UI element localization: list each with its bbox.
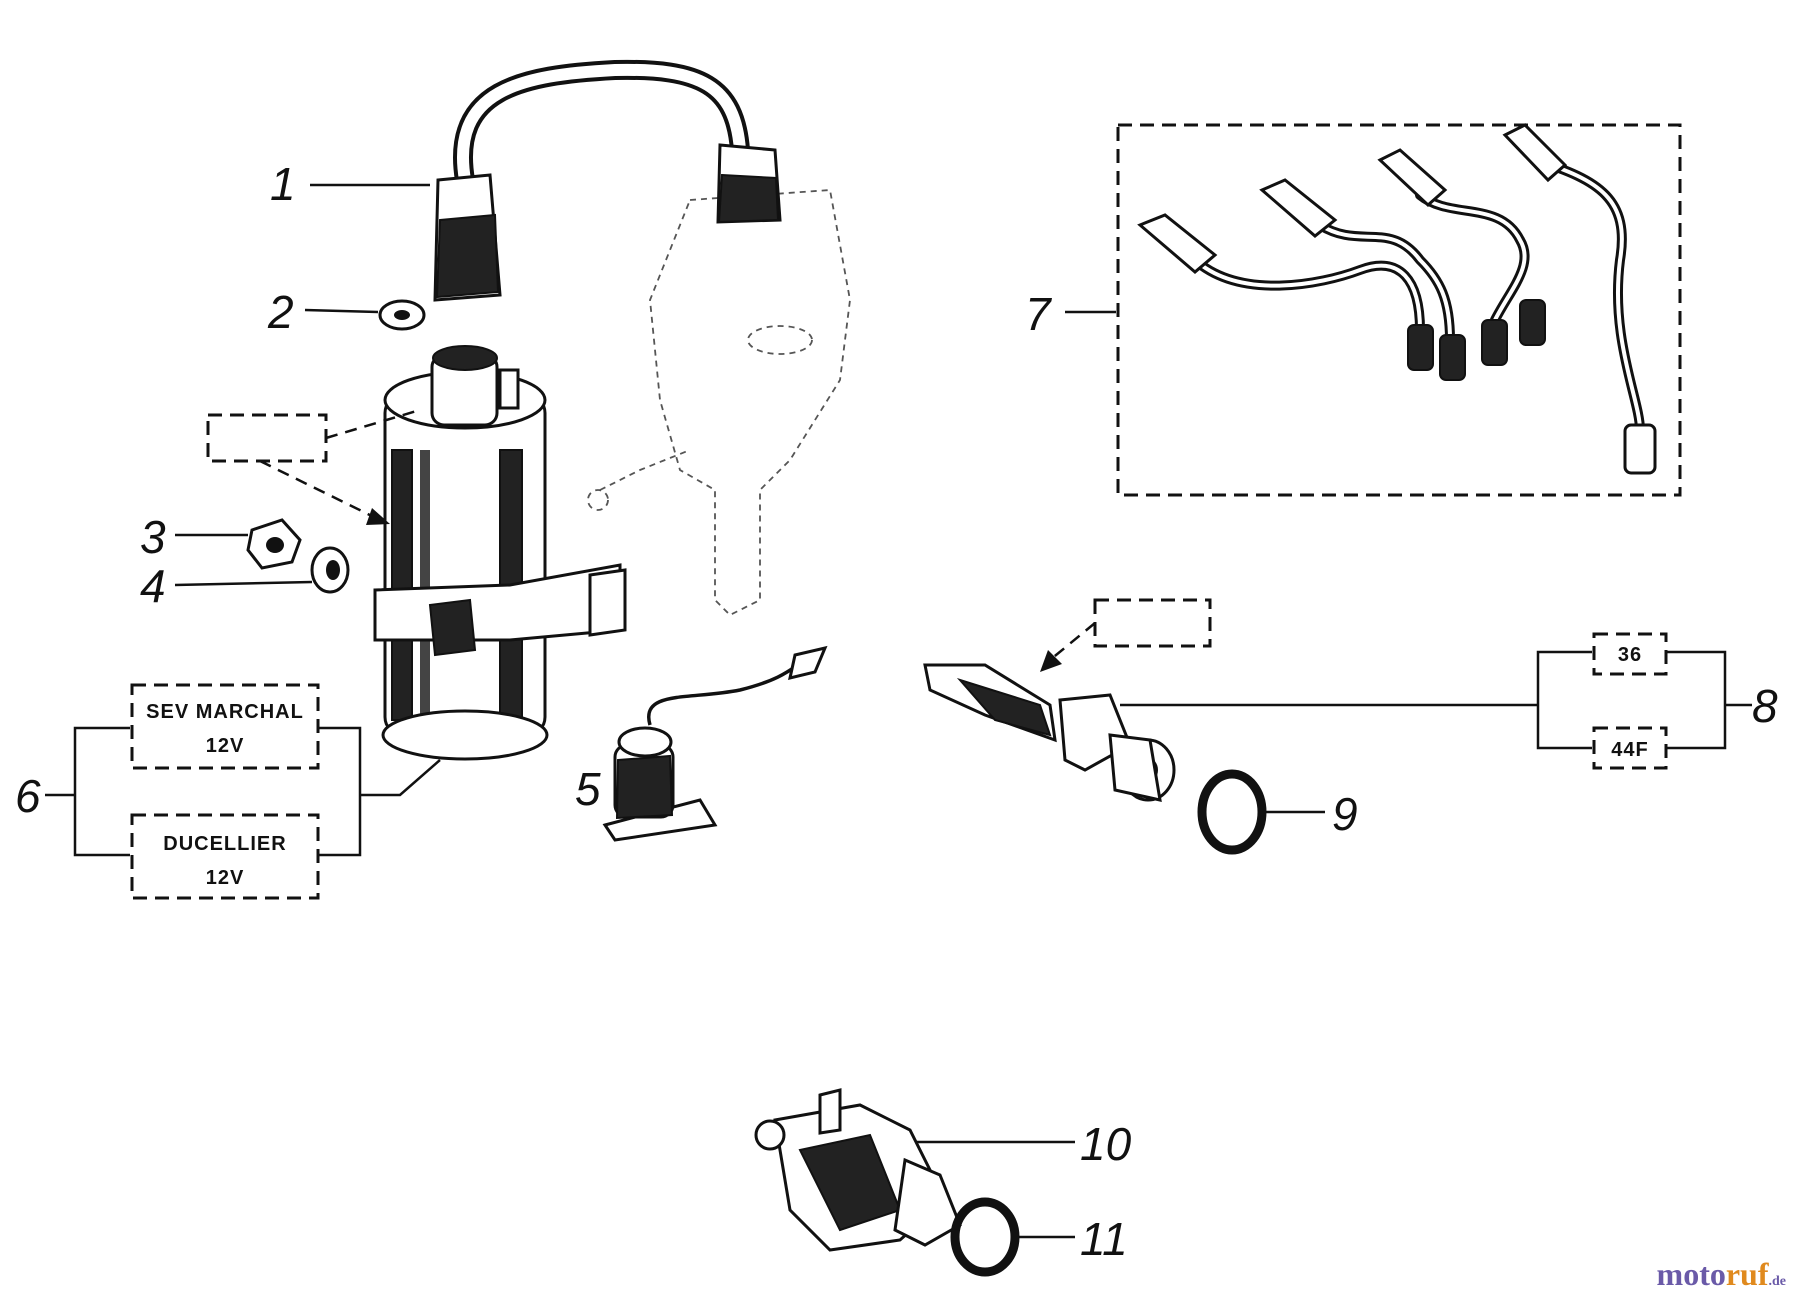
plug-washer-part bbox=[1197, 769, 1267, 855]
bracket-left-6 bbox=[45, 726, 130, 857]
plug-variant-2: 44F bbox=[1611, 739, 1648, 761]
callout-1: 1 bbox=[270, 158, 296, 210]
nut-part-3 bbox=[246, 518, 302, 570]
callout-3: 3 bbox=[140, 511, 166, 563]
callout-11: 11 bbox=[1080, 1213, 1128, 1265]
watermark-logo: motoruf.de bbox=[1656, 1256, 1786, 1292]
bracket-left-8 bbox=[1536, 650, 1592, 750]
coil-variant-box-2 bbox=[130, 813, 320, 900]
plug-variant-box-1 bbox=[1592, 632, 1668, 676]
plug-variant-1: 36 bbox=[1618, 644, 1642, 666]
callout-10: 10 bbox=[1080, 1118, 1132, 1170]
coil-variant-2-voltage: 12V bbox=[206, 867, 245, 889]
callout-2: 2 bbox=[267, 286, 294, 338]
coil-variant-1-name: SEV MARCHAL bbox=[146, 701, 304, 723]
reference-box-coil bbox=[206, 413, 328, 463]
callout-8: 8 bbox=[1752, 680, 1778, 732]
switch-washer-part bbox=[950, 1197, 1020, 1277]
reference-box-plug bbox=[1093, 598, 1212, 648]
bracket-right-6 bbox=[318, 726, 441, 857]
pressure-switch-part bbox=[754, 1088, 962, 1252]
coil-variant-1-voltage: 12V bbox=[206, 735, 245, 757]
condenser-part bbox=[602, 645, 828, 842]
distributor-ghost-outline bbox=[587, 189, 851, 617]
ht-lead-part bbox=[433, 59, 782, 302]
spark-plug-lead-set-part bbox=[1137, 123, 1657, 475]
callout-7: 7 bbox=[1025, 288, 1052, 340]
coil-variant-box-1 bbox=[130, 683, 320, 770]
callout-6: 6 bbox=[15, 770, 41, 822]
callout-5: 5 bbox=[575, 763, 601, 815]
ignition-coil-part bbox=[373, 345, 627, 761]
coil-variant-2-name: DUCELLIER bbox=[163, 833, 286, 855]
plug-variant-box-2 bbox=[1592, 726, 1668, 770]
washer-part-4 bbox=[310, 546, 350, 594]
callout-4: 4 bbox=[140, 560, 166, 612]
spark-plug-part bbox=[923, 663, 1176, 802]
bracket-right-8 bbox=[1667, 650, 1752, 750]
lead-set-dashed-box bbox=[1116, 123, 1682, 497]
nut-part-2 bbox=[378, 299, 426, 331]
callout-9: 9 bbox=[1332, 788, 1358, 840]
